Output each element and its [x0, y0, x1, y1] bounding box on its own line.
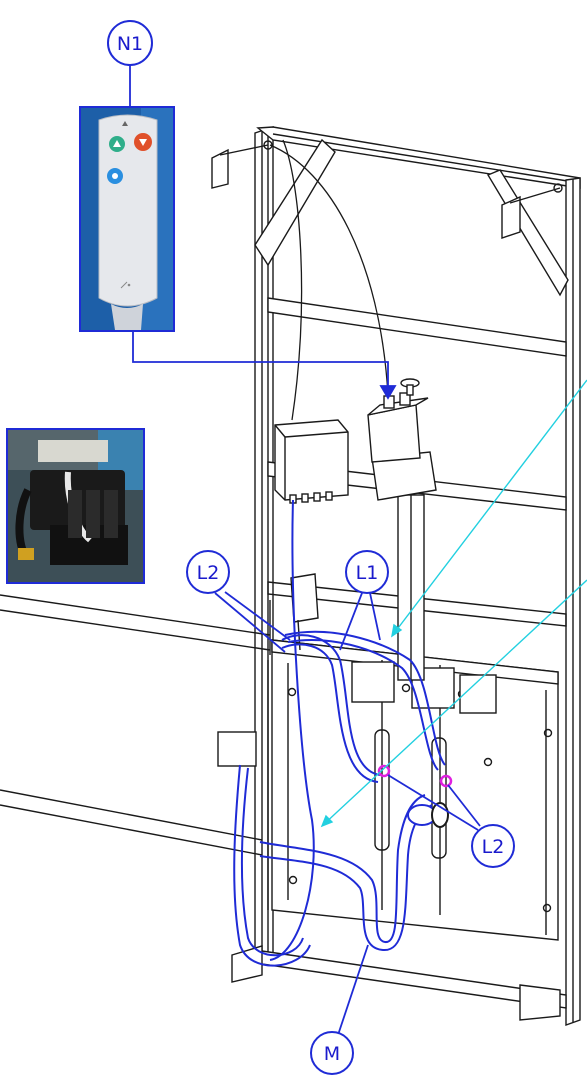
cyan-leaders [320, 379, 587, 828]
callout-m: M [310, 1031, 354, 1075]
linear-actuator [367, 378, 437, 681]
connector-box-photo [6, 428, 145, 584]
callout-l2-left: L2 [186, 550, 230, 594]
hoses [233, 139, 449, 967]
svg-text:N1: N1 [117, 33, 143, 55]
hose-fittings [377, 764, 453, 788]
callout-l1: L1 [345, 550, 389, 594]
control-box [274, 419, 349, 504]
svg-text:M: M [324, 1043, 340, 1065]
remote-mode-button-icon [107, 168, 123, 184]
remote-down-button-icon [134, 133, 152, 151]
basin-arms [0, 594, 271, 856]
svg-text:L2: L2 [197, 562, 220, 584]
callout-l2-right: L2 [471, 824, 515, 868]
svg-text:L2: L2 [482, 836, 505, 858]
leader-lines [129, 65, 481, 1036]
remote-control-photo [79, 106, 175, 332]
remote-up-button-icon [109, 136, 125, 152]
callout-n1: N1 [107, 20, 153, 66]
svg-text:L1: L1 [356, 562, 379, 584]
